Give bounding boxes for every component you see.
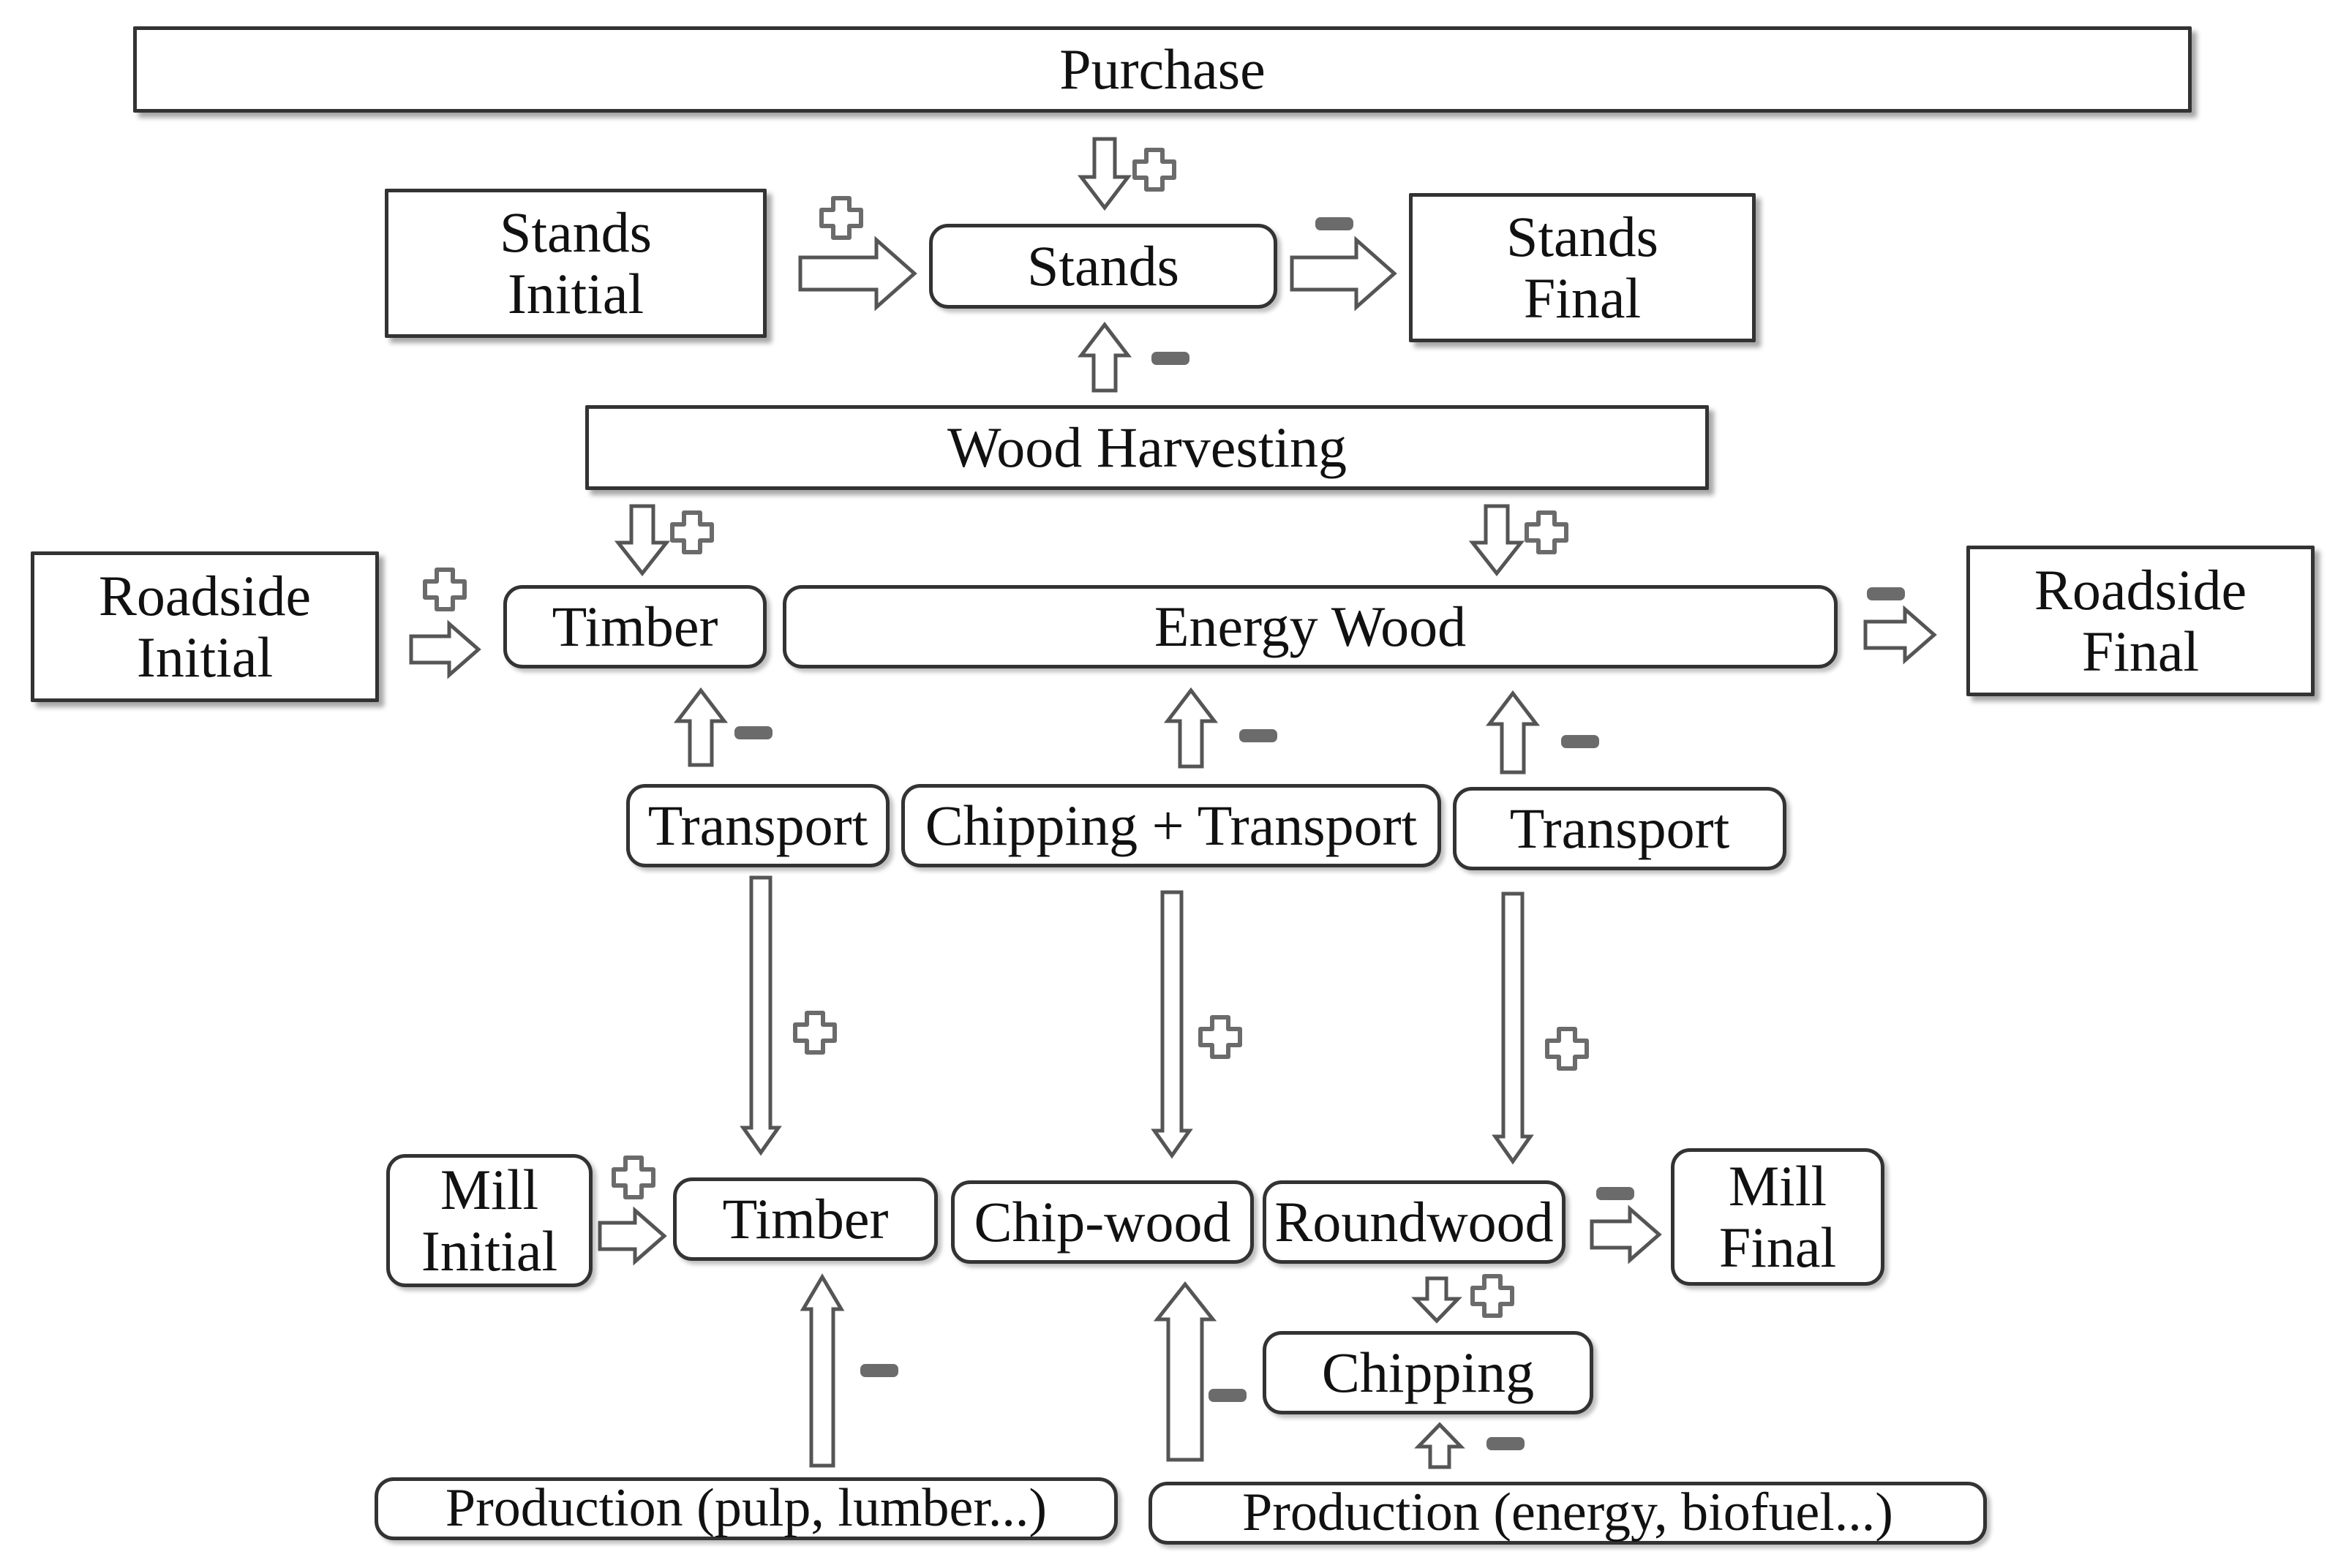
roadside-initial-box: Roadside Initial (31, 551, 379, 702)
mill-final-label-line1: Mill (1728, 1153, 1827, 1218)
roadside-final-label-line1: Roadside (2034, 557, 2247, 622)
energy-wood-to-roadside-final-minus-sign (1867, 587, 1905, 600)
mill-initial-to-timber-plus-sign (612, 1156, 655, 1199)
transport-to-energy-wood-minus-sign (1561, 735, 1599, 748)
mill-initial-label-line1: Mill (440, 1157, 539, 1221)
roundwood-to-chipping-plus-sign (1470, 1274, 1514, 1318)
stands-final-label-line1: Stands (1506, 204, 1659, 268)
energy-wood-label: Energy Wood (1154, 594, 1467, 658)
roundwood-label: Roundwood (1274, 1189, 1554, 1254)
roadside-initial-to-timber-arrow (409, 619, 481, 679)
stands-initial-to-stands-plus-sign (819, 196, 863, 240)
chipping-transport-to-energy-wood-arrow (1163, 687, 1219, 769)
chipping-transport-to-chip-wood-arrow (1151, 890, 1193, 1159)
production-energy-from-chip-wood-minus-sign (1209, 1389, 1247, 1402)
stands-initial-box: Stands Initial (385, 189, 767, 338)
production-pulp-from-timber-minus-sign (860, 1364, 898, 1377)
stands-label: Stands (1026, 233, 1180, 298)
transport-to-roundwood-arrow (1492, 892, 1534, 1165)
transport-to-mill-timber-plus-sign (793, 1011, 837, 1055)
harvesting-to-roadside-timber-arrow (614, 504, 671, 577)
chipping-box: Chipping (1263, 1331, 1593, 1414)
roundwood-box: Roundwood (1263, 1180, 1565, 1264)
transport-to-roadside-timber-minus-sign (734, 726, 773, 739)
chipping-label: Chipping (1321, 1340, 1535, 1404)
transport-to-mill-timber-arrow (740, 875, 782, 1156)
stands-box: Stands (929, 224, 1277, 309)
production-energy-from-chip-wood-arrow (1153, 1281, 1217, 1462)
transport-energy-label: Transport (1509, 796, 1730, 860)
mill-initial-label-line2: Initial (421, 1219, 558, 1283)
transport-to-roadside-timber-arrow (673, 687, 729, 767)
mill-timber-label: Timber (722, 1186, 889, 1251)
transport-timber-label: Transport (647, 793, 868, 857)
transport-to-roundwood-plus-sign (1545, 1027, 1589, 1071)
production-pulp-box: Production (pulp, lumber...) (375, 1477, 1118, 1540)
roadside-final-box: Roadside Final (1966, 546, 2315, 696)
transport-to-energy-wood-arrow (1485, 690, 1541, 774)
harvesting-to-energy-wood-plus-sign (1525, 510, 1568, 554)
stands-to-stands-final-minus-sign (1315, 217, 1353, 230)
production-energy-label: Production (energy, biofuel...) (1242, 1482, 1893, 1543)
production-energy-from-chipping-arrow (1414, 1422, 1465, 1469)
stands-final-label-line2: Final (1523, 266, 1642, 330)
chipping-transport-box: Chipping + Transport (901, 784, 1441, 867)
roadside-final-label-line2: Final (2081, 619, 2200, 683)
purchase-label: Purchase (1059, 37, 1266, 101)
roadside-initial-to-timber-plus-sign (423, 568, 467, 611)
roadside-timber-label: Timber (552, 594, 718, 658)
energy-wood-box: Energy Wood (783, 585, 1838, 668)
mill-final-box: Mill Final (1671, 1148, 1884, 1286)
mill-timber-box: Timber (673, 1177, 938, 1261)
purchase-box: Purchase (133, 26, 2192, 113)
chip-wood-box: Chip-wood (951, 1180, 1254, 1264)
chipping-transport-to-chip-wood-plus-sign (1198, 1015, 1242, 1059)
transport-energy-box: Transport (1453, 787, 1786, 870)
production-pulp-from-timber-arrow (800, 1273, 845, 1468)
production-pulp-label: Production (pulp, lumber...) (445, 1478, 1048, 1539)
stands-initial-label-line2: Initial (507, 262, 644, 325)
mill-final-label-line2: Final (1718, 1215, 1837, 1279)
roadside-initial-label-line2: Initial (136, 625, 274, 689)
roundwood-to-chipping-arrow (1411, 1276, 1462, 1324)
wood-harvesting-box: Wood Harvesting (585, 405, 1709, 490)
energy-wood-to-roadside-final-arrow (1863, 605, 1937, 665)
purchase-to-stands-plus-sign (1132, 148, 1176, 192)
production-energy-box: Production (energy, biofuel...) (1149, 1482, 1987, 1545)
roundwood-to-mill-final-arrow (1590, 1205, 1662, 1264)
stands-initial-label-line1: Stands (499, 200, 653, 264)
stands-final-box: Stands Final (1409, 193, 1756, 342)
stands-initial-to-stands-arrow (798, 235, 917, 312)
harvesting-to-stands-minus-sign (1151, 352, 1189, 365)
harvesting-to-energy-wood-arrow (1468, 504, 1525, 577)
mill-initial-box: Mill Initial (386, 1154, 593, 1287)
chipping-transport-to-energy-wood-minus-sign (1239, 729, 1277, 742)
harvesting-to-stands-arrow (1077, 321, 1132, 393)
chip-wood-label: Chip-wood (974, 1189, 1231, 1254)
roundwood-to-mill-final-minus-sign (1596, 1187, 1634, 1200)
harvesting-to-roadside-timber-plus-sign (670, 510, 714, 554)
stands-to-stands-final-arrow (1290, 235, 1397, 312)
roadside-initial-label-line1: Roadside (98, 563, 312, 627)
purchase-to-stands-arrow (1077, 137, 1132, 211)
chipping-transport-label: Chipping + Transport (925, 793, 1418, 857)
wood-harvesting-label: Wood Harvesting (947, 415, 1347, 479)
mill-initial-to-timber-arrow (598, 1206, 667, 1266)
transport-timber-box: Transport (626, 784, 890, 867)
production-energy-from-chipping-minus-sign (1486, 1437, 1525, 1450)
roadside-timber-box: Timber (503, 585, 767, 668)
